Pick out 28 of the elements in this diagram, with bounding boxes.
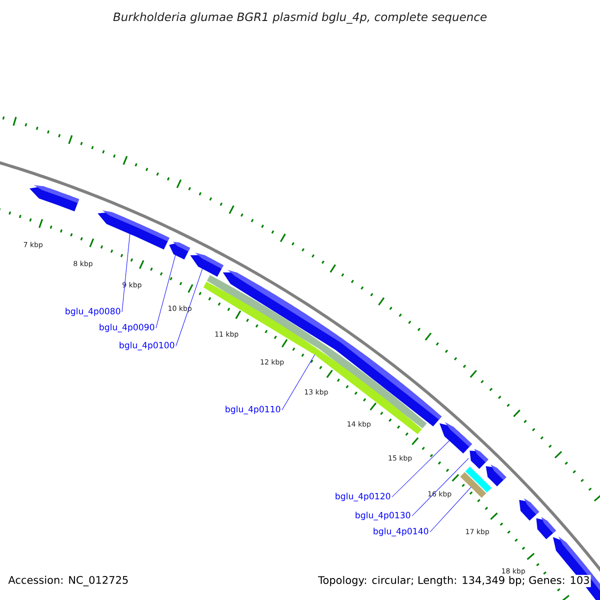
title: Burkholderia glumae BGR1 plasmid bglu_4p, complete sequence	[113, 12, 487, 24]
annotation-band	[460, 472, 486, 498]
gene-feature	[30, 185, 80, 212]
gene-feature	[470, 448, 488, 469]
gene-feature	[439, 422, 472, 454]
gene-label: bglu_4p0110	[226, 406, 280, 414]
leader-line	[176, 268, 203, 346]
gene-feature	[190, 252, 224, 277]
footer-text: Topology: circular; Length: 134,349 bp; Genes: 103	[317, 574, 591, 588]
gene-feature	[519, 498, 540, 521]
annotation-band	[465, 466, 492, 493]
leader-line	[412, 458, 469, 516]
gene-feature	[169, 242, 190, 260]
gene-feature	[536, 516, 556, 540]
gene-label: bglu_4p0140	[374, 528, 428, 536]
gene-label: bglu_4p0120	[336, 492, 390, 502]
leader-line	[430, 486, 472, 532]
leader-line	[122, 233, 130, 312]
gene-feature	[486, 464, 506, 486]
footer-text: Accession: NC_012725	[8, 576, 128, 586]
gene-label: bglu_4p0080	[66, 308, 120, 316]
leader-line	[282, 354, 316, 410]
gene-label: bglu_4p0100	[120, 342, 174, 350]
gene-feature	[98, 210, 170, 250]
gene-label: bglu_4p0130	[356, 512, 410, 520]
gene-label: bglu_4p0090	[100, 324, 154, 332]
leader-line	[156, 254, 176, 328]
leader-line	[392, 440, 450, 498]
